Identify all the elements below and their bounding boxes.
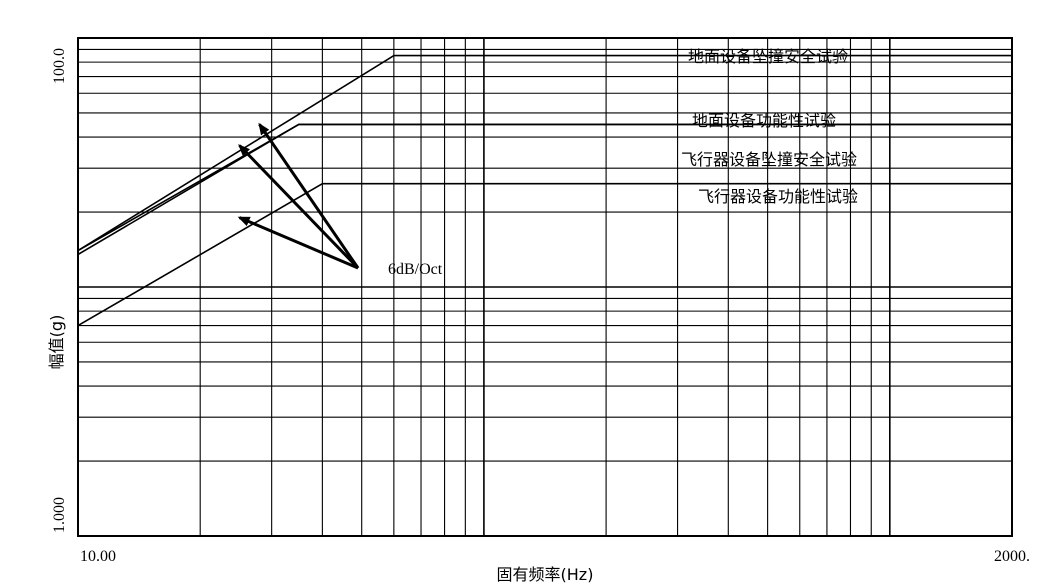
- annotation-text: 6dB/Oct: [388, 261, 443, 278]
- annotation-arrow-0: [258, 122, 360, 269]
- y-tick-label-max: 100.0: [51, 48, 68, 84]
- annotation: 6dB/Oct: [237, 122, 443, 278]
- annotation-arrow-1: [238, 144, 360, 270]
- plot-frame: [77, 37, 1013, 537]
- annotation-arrow-2: [237, 216, 359, 270]
- y-axis-label: 幅值(g): [47, 315, 66, 370]
- series-lines: [77, 54, 1012, 327]
- grid: [78, 38, 1012, 536]
- series-line-1: [77, 123, 1012, 252]
- series-label-1: 地面设备功能性试验: [692, 111, 836, 130]
- x-axis-label: 固有频率(Hz): [497, 565, 594, 584]
- series-line-0: [77, 54, 1012, 252]
- x-tick-label-min: 10.00: [80, 548, 116, 565]
- tick-labels: 10.00 2000. 100.0 1.000: [51, 48, 1030, 565]
- series-label-3: 飞行器设备功能性试验: [698, 187, 858, 206]
- series-label-2: 飞行器设备坠撞安全试验: [681, 150, 857, 169]
- series-label-0: 地面设备坠撞安全试验: [688, 47, 848, 66]
- series-line-3: [77, 182, 1012, 327]
- series-line-2: [77, 123, 1012, 256]
- x-tick-label-max: 2000.: [994, 548, 1030, 565]
- y-tick-label-min: 1.000: [51, 497, 68, 533]
